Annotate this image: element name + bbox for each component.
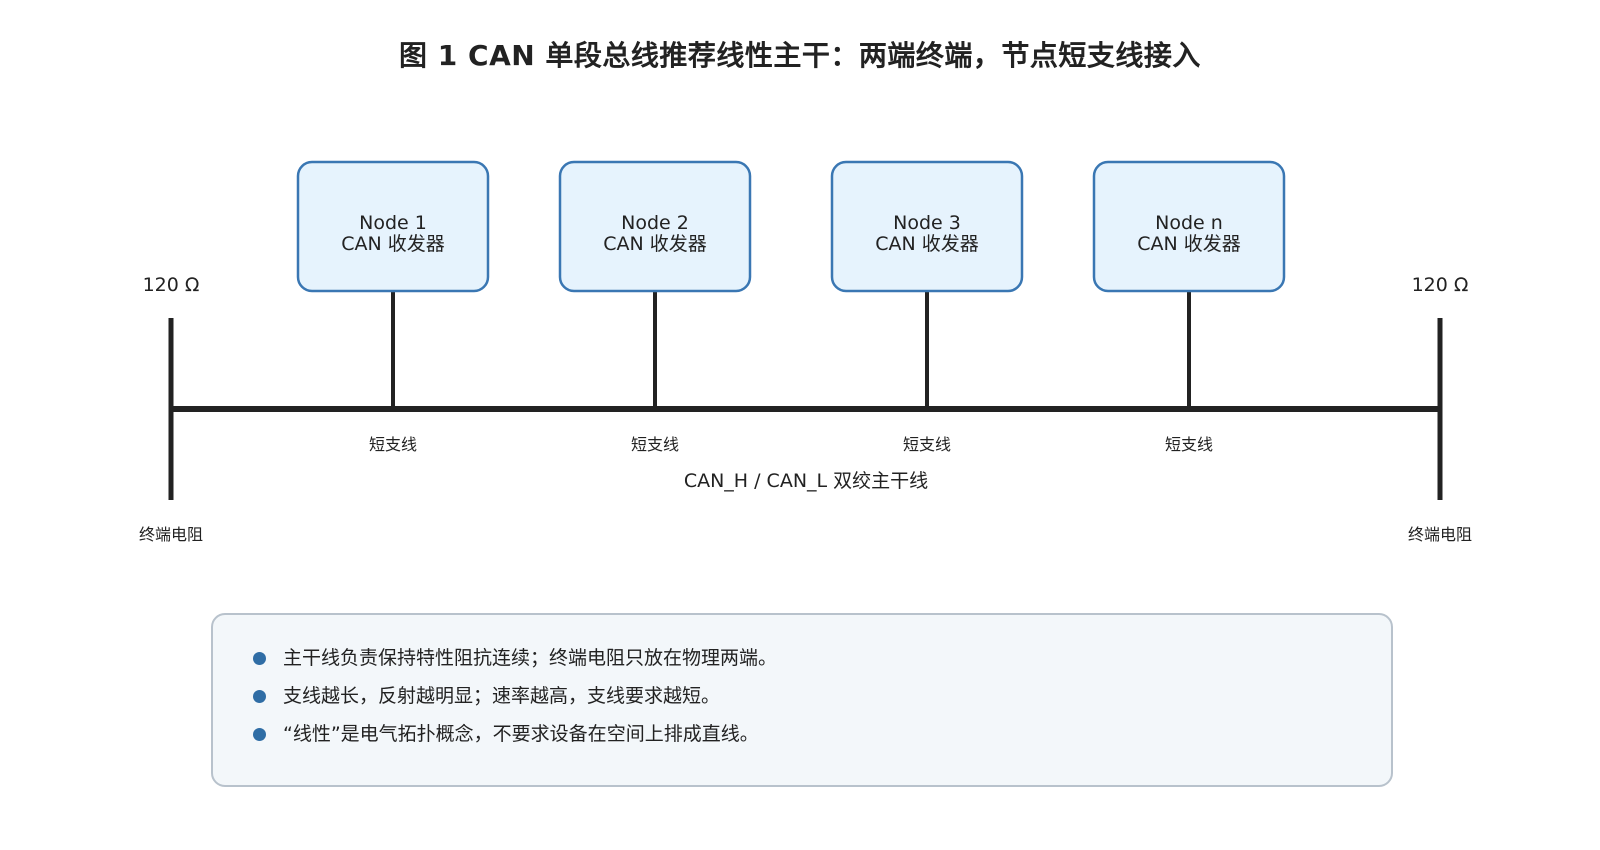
note-text: 主干线负责保持特性阻抗连续；终端电阻只放在物理两端。 — [283, 647, 778, 669]
node-name: Node n — [1155, 212, 1223, 234]
page-title: 图 1 CAN 单段总线推荐线性主干：两端终端，节点短支线接入 — [399, 39, 1201, 72]
notes-panel: 主干线负责保持特性阻抗连续；终端电阻只放在物理两端。 支线越长，反射越明显；速率… — [211, 613, 1393, 787]
node-name: Node 3 — [893, 212, 961, 234]
node-n: Node n CAN 收发器 短支线 — [1092, 160, 1286, 454]
node-sub: CAN 收发器 — [603, 233, 707, 255]
node-name: Node 2 — [621, 212, 689, 234]
node-box — [830, 160, 1024, 293]
node-3: Node 3 CAN 收发器 短支线 — [830, 160, 1024, 454]
node-name: Node 1 — [359, 212, 427, 234]
terminator-right-label: 终端电阻 — [1408, 525, 1472, 544]
trunk-label: CAN_H / CAN_L 双绞主干线 — [684, 470, 928, 492]
node-box — [558, 160, 752, 293]
stub-label: 短支线 — [903, 435, 951, 454]
node-sub: CAN 收发器 — [1137, 233, 1241, 255]
node-sub: CAN 收发器 — [875, 233, 979, 255]
stub-label: 短支线 — [369, 435, 417, 454]
node-sub: CAN 收发器 — [341, 233, 445, 255]
node-box — [296, 160, 490, 293]
node-box — [1092, 160, 1286, 293]
bullet-dot-icon — [253, 652, 266, 665]
note-item: 主干线负责保持特性阻抗连续；终端电阻只放在物理两端。 — [251, 639, 1391, 677]
note-item: “线性”是电气拓扑概念，不要求设备在空间上排成直线。 — [251, 715, 1391, 753]
terminator-left-value: 120 Ω — [143, 274, 200, 296]
bullet-dot-icon — [253, 690, 266, 703]
terminator-left-label: 终端电阻 — [139, 525, 203, 544]
node-2: Node 2 CAN 收发器 短支线 — [558, 160, 752, 454]
note-text: 支线越长，反射越明显；速率越高，支线要求越短。 — [283, 685, 721, 707]
bullet-dot-icon — [253, 728, 266, 741]
notes-list: 主干线负责保持特性阻抗连续；终端电阻只放在物理两端。 支线越长，反射越明显；速率… — [213, 615, 1391, 753]
stub-label: 短支线 — [1165, 435, 1213, 454]
stub-label: 短支线 — [631, 435, 679, 454]
note-text: “线性”是电气拓扑概念，不要求设备在空间上排成直线。 — [283, 723, 759, 745]
node-1: Node 1 CAN 收发器 短支线 — [296, 160, 490, 454]
note-item: 支线越长，反射越明显；速率越高，支线要求越短。 — [251, 677, 1391, 715]
terminator-right-value: 120 Ω — [1412, 274, 1469, 296]
